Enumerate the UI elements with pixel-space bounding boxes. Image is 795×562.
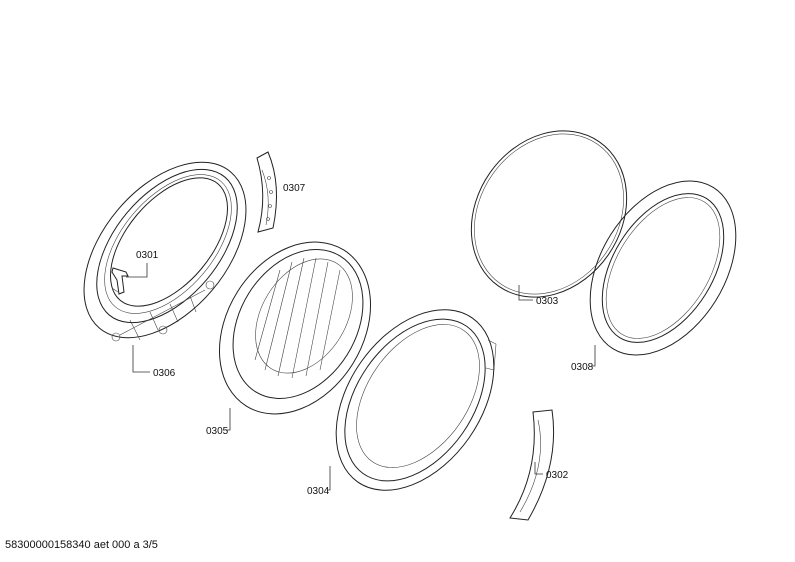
leader-0304 [327,466,331,491]
leader-0303 [518,285,533,301]
part-0303-glass-disc [470,130,628,298]
part-0305-inner-glass [218,241,372,415]
part-0302-handle [509,409,555,521]
part-0304-door-ring [335,309,497,491]
label-0306: 0306 [153,368,176,379]
leader-0306 [132,345,150,373]
label-0308: 0308 [571,362,594,373]
leader-0302 [534,462,543,475]
label-0307: 0307 [283,183,306,194]
part-0306-door-frame [83,161,247,342]
part-0301-hook [111,267,129,295]
label-0303: 0303 [536,296,559,307]
label-0302: 0302 [546,470,569,481]
label-0304: 0304 [307,486,330,497]
label-0301: 0301 [136,250,159,261]
drawing-reference-footer: 58300000158340 aet 000 a 3/5 [5,539,158,551]
leader-0308 [592,345,596,367]
leader-0301 [126,263,148,278]
part-0307-hinge-bracket [256,151,277,233]
label-0305: 0305 [206,426,229,437]
part-0308-outer-ring [589,180,737,356]
leader-0305 [226,408,231,431]
